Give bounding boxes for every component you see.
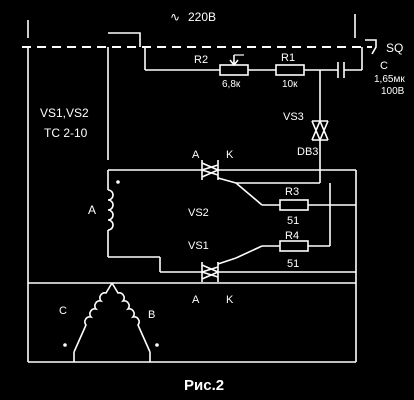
vs2-name: VS2: [188, 207, 209, 219]
r1-name: R1: [281, 52, 295, 64]
winding-b-dot: [155, 343, 159, 347]
r1-value: 10к: [282, 79, 298, 90]
winding-b-coil: [111, 282, 151, 353]
vs1-cathode-label: K: [226, 294, 234, 306]
r4-resistor-body: [279, 240, 309, 252]
r4-left-wire: [235, 245, 263, 259]
vs2-cathode-label: K: [226, 149, 234, 161]
r4-value: 51: [287, 258, 299, 270]
supply-ac-symbol: ∿: [170, 10, 180, 24]
winding-a-label: A: [88, 203, 96, 217]
triac-group-part: TC 2-10: [44, 126, 88, 140]
capacitor-value: 1,65мк: [374, 74, 405, 85]
r3-left-wire: [235, 182, 263, 206]
switch-sq-symbol: [365, 39, 377, 55]
vs1-name: VS1: [188, 240, 209, 252]
r4-name: R4: [285, 230, 299, 242]
vs2-anode-label: A: [192, 149, 200, 161]
winding-b-label: B: [148, 309, 155, 321]
r2-value: 6,8к: [222, 79, 241, 90]
vs2-gate-wire: [217, 177, 237, 184]
r2-resistor-body: [219, 64, 249, 76]
vs3-part: DB3: [297, 146, 318, 158]
switch-label: SQ: [386, 41, 403, 55]
switch-contact-bridge: [108, 32, 141, 47]
r2-wiper-arrow: [229, 55, 239, 67]
capacitor-voltage: 100В: [381, 86, 405, 97]
winding-a-dot: [116, 180, 120, 184]
r1-resistor-body: [275, 64, 305, 76]
winding-c-dot: [63, 343, 67, 347]
winding-c-label: C: [59, 305, 67, 317]
vs1-gate-wire: [217, 257, 237, 265]
vs3-dinistor-symbol: [311, 118, 329, 143]
vs1-triac-symbol: [199, 262, 220, 282]
figure-caption: Рис.2: [184, 377, 224, 394]
vs2-triac-symbol: [199, 160, 220, 180]
r3-value: 51: [287, 215, 299, 227]
triac-group-label: VS1,VS2: [40, 106, 89, 120]
supply-voltage-label: 220В: [188, 10, 216, 24]
r3-name: R3: [285, 186, 299, 198]
vs1-anode-label: A: [192, 294, 200, 306]
winding-c-coil: [73, 282, 113, 353]
r2-name: R2: [194, 54, 208, 66]
r3-resistor-body: [279, 199, 309, 211]
vs3-name: VS3: [283, 111, 304, 123]
winding-a-coil: [107, 189, 114, 231]
capacitor-name: C: [380, 60, 388, 72]
